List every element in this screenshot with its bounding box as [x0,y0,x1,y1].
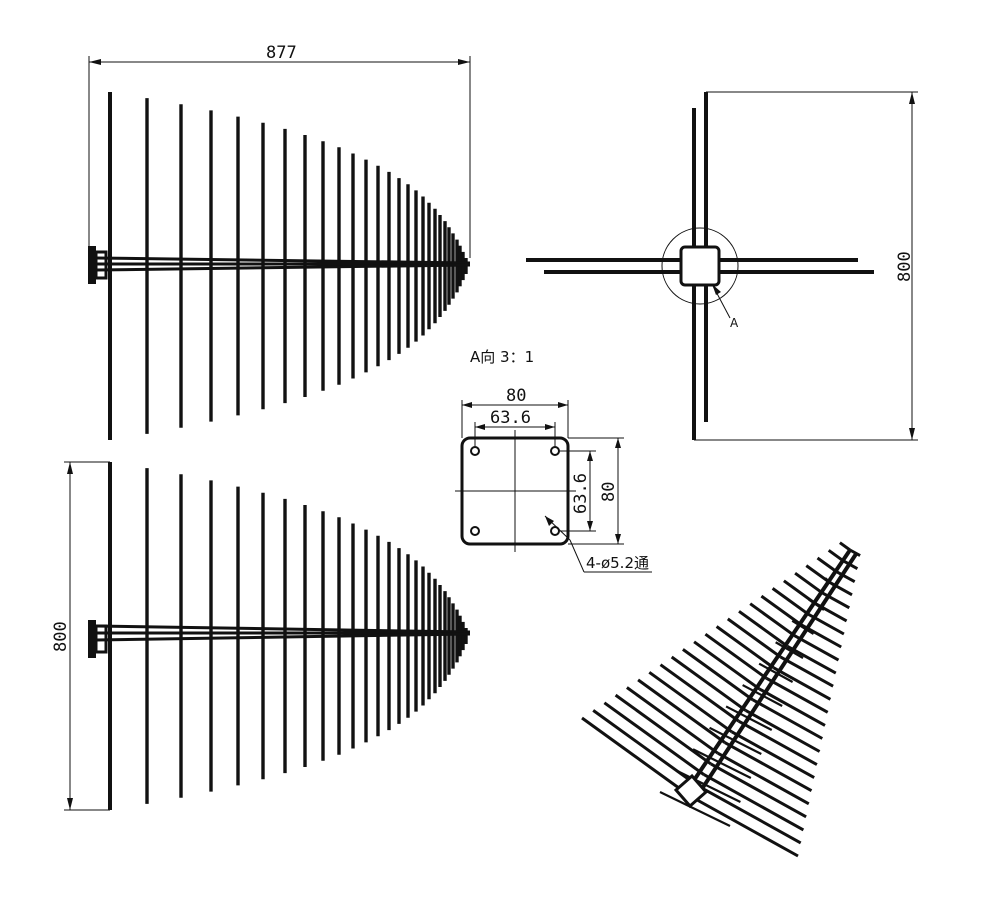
top-view-width-dimension: 877 [88,43,471,258]
front-view-height-label: 800 [51,621,71,652]
front-view-boom [95,624,471,642]
isometric-dipole-arm [715,625,775,669]
detail-hole-height-label: 63.6 [571,473,591,514]
top-view: 877 [88,43,471,440]
isometric-feed-crossing [659,791,731,827]
end-view-detail-circle [661,227,739,305]
front-view: 800 [51,461,471,811]
isometric-dipole-arm [731,730,815,779]
isometric-feed-crossing [692,748,752,779]
isometric-feed-crossing [775,641,804,659]
detail-view-title: A向 3：1 [470,348,534,366]
end-view-height-dimension: 800 [694,91,918,441]
end-view-detail-marker: A [730,316,739,330]
isometric-dipole-arm [703,773,805,832]
isometric-dipole-arm [744,709,821,753]
isometric-dipole-arm [724,741,813,793]
detail-outer-height-label: 80 [599,482,619,502]
top-view-boom [95,256,471,272]
end-view-connector-plate [679,245,721,287]
isometric-dipole-arm [626,686,719,755]
isometric-dipole-arm [816,556,837,573]
isometric-dipole-arm [794,571,824,594]
isometric-dipole-arm [849,548,861,557]
isometric-dipole-arm [704,632,768,680]
isometric-dipole-elements [581,541,861,858]
isometric-dipole-arm [581,716,691,798]
detail-hole-width-dimension: 63.6 [474,408,556,448]
isometric-dipole-arm [637,678,726,744]
isometric-dipole-arm [659,663,740,723]
isometric-dipole-arm [614,693,712,766]
isometric-dipole-arm [839,541,851,552]
isometric-dipole-arm [771,587,810,616]
detail-hole-width-label: 63.6 [490,408,531,428]
top-view-connector [88,246,108,284]
detail-outer-height-dimension: 80 [568,437,624,545]
isometric-dipole-arm [726,617,782,659]
isometric-feed-crossing [791,619,815,635]
end-view-detail-leader: A [711,283,739,330]
top-view-width-label: 877 [266,43,297,63]
isometric-dipole-arm [717,751,810,806]
isometric-feed-crossing [676,769,741,803]
isometric-dipole-arm [603,701,705,776]
detail-outer-width-dimension: 80 [461,386,569,438]
front-view-height-dimension: 800 [51,461,110,811]
isometric-dipole-arm [751,698,824,740]
front-view-connector [88,620,108,658]
isometric-dipole-arm [827,549,844,562]
isometric-dipole-arm [648,671,733,734]
isometric-dipole-arm [693,640,761,691]
isometric-dipole-arm [765,677,829,714]
isometric-dipole-arm [749,602,796,637]
detail-outer-width-label: 80 [506,386,526,406]
end-view-height-label: 800 [895,251,915,282]
isometric-dipole-arm [738,610,789,648]
isometric-dipole-arm [696,783,802,845]
isometric-dipole-arm [760,594,803,627]
isometric-dipole-arm [737,719,818,766]
detail-hole-note: 4-ø5.2通 [544,515,652,573]
isometric-dipole-arm [786,644,837,675]
detail-mounting-holes [470,446,560,536]
isometric-dipole-arm [682,648,754,701]
detail-view-a: A向 3：1 80 63.6 [455,348,652,573]
isometric-dipole-arm [689,794,799,858]
detail-hole-height-dimension: 63.6 [559,450,596,532]
isometric-connector [673,773,709,809]
detail-hole-note-label: 4-ø5.2通 [586,554,649,572]
isometric-dipole-arm [772,666,832,701]
isometric-dipole-arm [835,570,856,584]
isometric-dipole-arm [758,687,826,727]
isometric-dipole-arm [779,655,834,688]
isometric-view [581,541,861,858]
end-view: A 800 [526,91,918,441]
isometric-dipole-arm [710,762,807,819]
isometric-boom [684,548,858,800]
isometric-dipole-arm [670,655,747,712]
